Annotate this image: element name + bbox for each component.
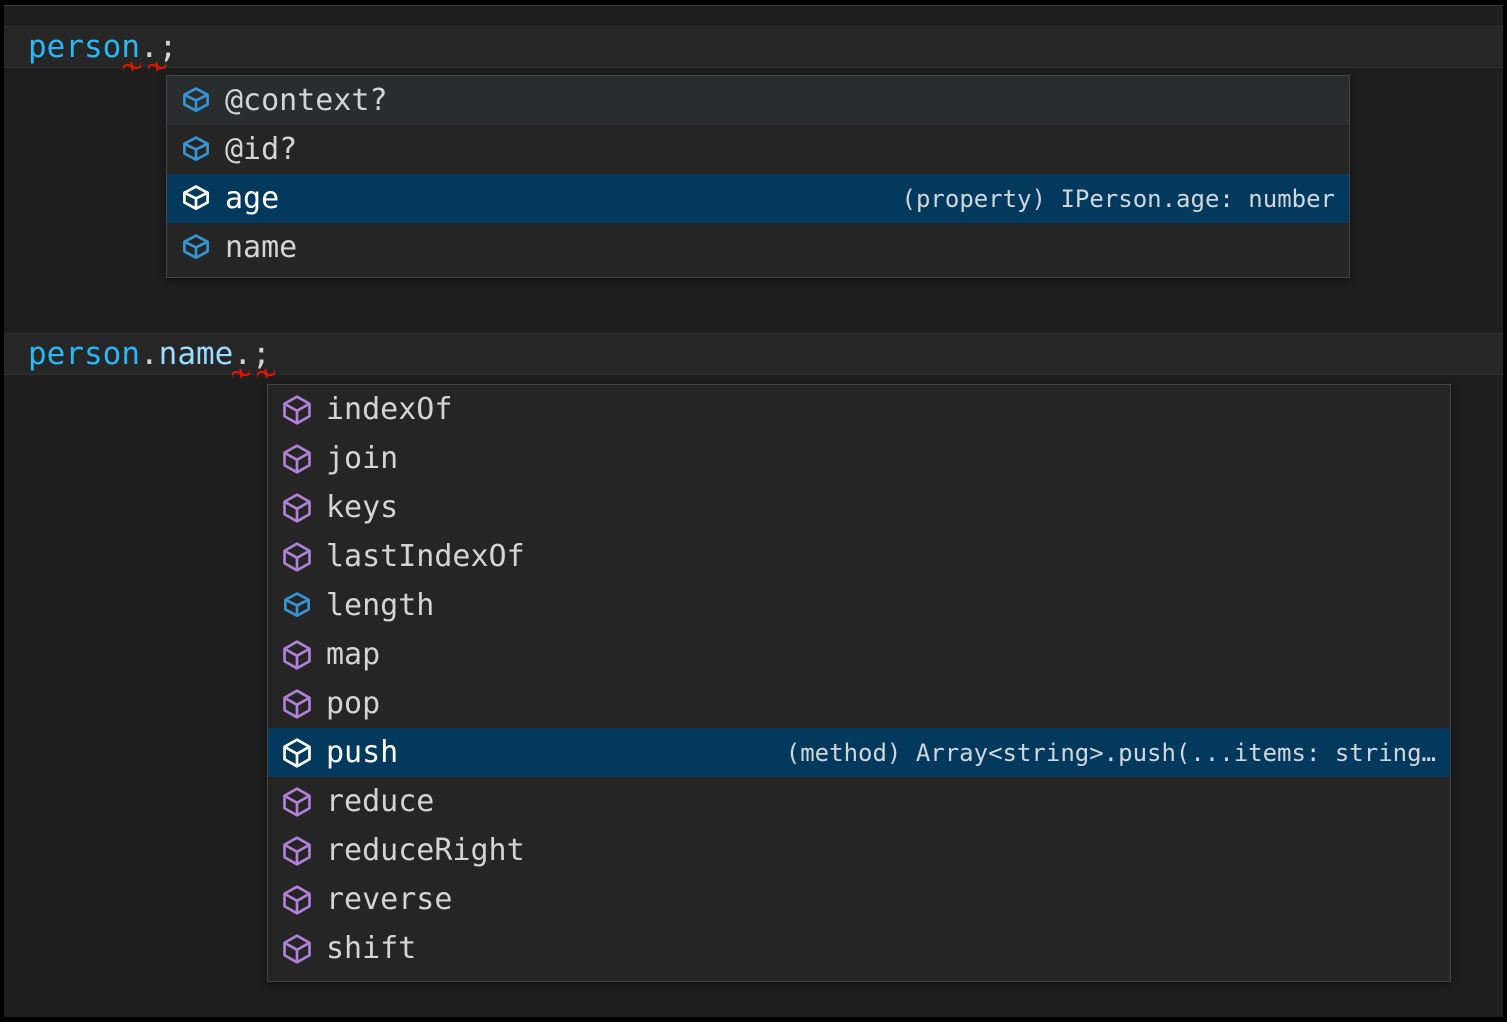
- suggest-item-label: @context?: [225, 82, 388, 118]
- property-cube-icon: [284, 591, 310, 617]
- suggest-item-indexof[interactable]: indexOf: [268, 385, 1450, 434]
- suggest-item-label: reduceRight: [326, 832, 525, 868]
- suggest-item-pop[interactable]: pop: [268, 679, 1450, 728]
- token-dot: .: [139, 29, 159, 65]
- method-cube-icon: [283, 394, 311, 425]
- suggest-item-keys[interactable]: keys: [268, 483, 1450, 532]
- token-semicolon: ;: [251, 336, 271, 372]
- suggest-item-detail: (method) Array<string>.push(...items: st…: [785, 738, 1436, 767]
- token-dot-2: .: [233, 336, 252, 372]
- suggest-widget-person-completions[interactable]: @context? @id? age (proper: [166, 75, 1350, 278]
- suggest-item-label: indexOf: [326, 391, 453, 427]
- suggest-item-context[interactable]: @context?: [167, 76, 1349, 125]
- suggest-item-detail: (property) IPerson.age: number: [901, 184, 1335, 213]
- token-dot-1: .: [139, 336, 159, 372]
- suggest-item-reduceright[interactable]: reduceRight: [268, 826, 1450, 875]
- suggest-item-label: @id?: [225, 131, 298, 167]
- suggest-item-label: reverse: [326, 881, 453, 917]
- token-variable-person: person: [28, 336, 140, 372]
- suggest-item-name[interactable]: name: [167, 223, 1349, 272]
- code-line-person-name-text: person.name.;: [28, 334, 271, 374]
- method-cube-icon: [283, 443, 311, 474]
- suggest-item-shift[interactable]: shift: [268, 924, 1450, 973]
- suggest-item-label: join: [326, 440, 399, 476]
- suggest-item-label: keys: [326, 489, 399, 525]
- method-cube-icon: [283, 884, 311, 915]
- method-cube-icon: [283, 688, 311, 719]
- method-cube-icon: [283, 639, 311, 670]
- suggest-item-label: age: [225, 180, 280, 216]
- token-semicolon: ;: [158, 29, 178, 65]
- suggest-item-id[interactable]: @id?: [167, 125, 1349, 174]
- suggest-item-label: reduce: [326, 783, 435, 819]
- error-squiggle-semicolon-line2: [257, 369, 275, 378]
- suggest-item-label: pop: [326, 685, 381, 721]
- suggest-item-age[interactable]: age (property) IPerson.age: number: [167, 174, 1349, 223]
- method-cube-icon: [283, 737, 311, 768]
- error-squiggle-semicolon-line1: [148, 62, 166, 71]
- code-line-person[interactable]: person.;: [4, 26, 1503, 68]
- method-cube-icon: [283, 835, 311, 866]
- suggest-item-label: lastIndexOf: [326, 538, 525, 574]
- suggest-item-label: length: [326, 587, 435, 623]
- method-cube-icon: [283, 492, 311, 523]
- error-squiggle-dot-line2: [232, 369, 250, 378]
- suggest-item-label: push: [326, 734, 399, 770]
- token-variable-person: person: [28, 29, 140, 65]
- error-squiggle-dot-line1: [123, 62, 141, 71]
- suggest-item-lastindexof[interactable]: lastIndexOf: [268, 532, 1450, 581]
- code-line-person-text: person.;: [28, 27, 177, 67]
- suggest-item-label: map: [326, 636, 381, 672]
- property-cube-icon: [183, 233, 209, 259]
- property-cube-icon: [183, 184, 209, 210]
- property-cube-icon: [183, 135, 209, 161]
- code-line-person-name[interactable]: person.name.;: [4, 333, 1503, 375]
- code-editor[interactable]: person.; @context? @id?: [4, 5, 1503, 1017]
- suggest-item-label: name: [225, 229, 298, 265]
- editor-top-divider: [4, 5, 1503, 6]
- suggest-item-join[interactable]: join: [268, 434, 1450, 483]
- suggest-item-reverse[interactable]: reverse: [268, 875, 1450, 924]
- property-cube-icon: [183, 86, 209, 112]
- method-cube-icon: [283, 541, 311, 572]
- method-cube-icon: [283, 786, 311, 817]
- suggest-item-map[interactable]: map: [268, 630, 1450, 679]
- suggest-item-reduce[interactable]: reduce: [268, 777, 1450, 826]
- method-cube-icon: [283, 933, 311, 964]
- token-property-name: name: [158, 336, 234, 372]
- suggest-item-push[interactable]: push (method) Array<string>.push(...item…: [268, 728, 1450, 777]
- suggest-widget-person-name-completions[interactable]: indexOf join keys: [267, 384, 1451, 982]
- suggest-item-length[interactable]: length: [268, 581, 1450, 630]
- suggest-item-label: shift: [326, 930, 417, 966]
